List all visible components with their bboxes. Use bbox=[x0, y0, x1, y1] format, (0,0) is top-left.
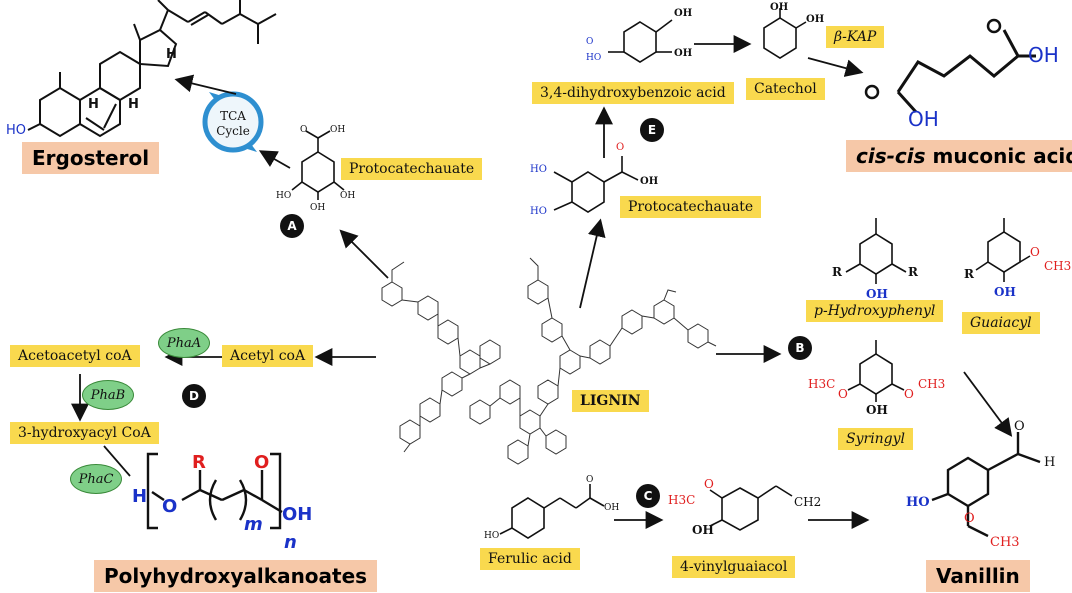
g-ch3: CH3 bbox=[1044, 259, 1071, 273]
v-ho: HO bbox=[906, 495, 930, 510]
s-ch3: CH3 bbox=[918, 377, 945, 391]
ergosterol-h3: H bbox=[128, 97, 139, 112]
pha-oh: OH bbox=[282, 504, 312, 525]
pathway-a-badge: A bbox=[280, 214, 304, 238]
acetoacetyl-coa-label: Acetoacetyl coA bbox=[10, 345, 140, 367]
tca-text-2: Cycle bbox=[216, 124, 250, 138]
v-o: O bbox=[1014, 419, 1025, 434]
ergosterol-h1: H bbox=[166, 47, 177, 62]
pha-r: R bbox=[192, 452, 206, 473]
tca-text-1: TCA bbox=[220, 109, 246, 123]
ph-r2: R bbox=[908, 265, 919, 279]
pathway-b-badge: B bbox=[788, 336, 812, 360]
s-o2: O bbox=[904, 387, 914, 401]
dhba-oh2: OH bbox=[674, 48, 692, 59]
dhba-label: 3,4-dihydroxybenzoic acid bbox=[532, 82, 734, 104]
dhba-structure bbox=[608, 19, 673, 63]
muconic-acid-label: cis-cis muconic acid bbox=[846, 140, 1072, 172]
muconic-oh1: OH bbox=[1028, 43, 1059, 67]
muconic-acid-structure bbox=[896, 29, 1036, 114]
catechol-oh1: OH bbox=[770, 2, 788, 13]
acetyl-coa-label: Acetyl coA bbox=[222, 345, 314, 367]
guaiacyl-structure bbox=[975, 218, 1031, 282]
catechol-label: Catechol bbox=[746, 78, 825, 100]
vanillin-label: Vanillin bbox=[926, 560, 1030, 592]
hydroxyacyl-coa-label: 3-hydroxyacyl CoA bbox=[10, 422, 159, 444]
ph-oh: OH bbox=[866, 287, 888, 301]
pha-n: n bbox=[284, 532, 297, 553]
protocatechuate-a-label: Protocatechauate bbox=[341, 158, 483, 180]
pha-m: m bbox=[244, 514, 263, 535]
ph-r1: R bbox=[832, 265, 843, 279]
lignin-label: LIGNIN bbox=[572, 390, 649, 412]
vinylguaiacol-structure bbox=[709, 485, 793, 531]
v-o2: O bbox=[964, 511, 975, 526]
fa-ho: HO bbox=[484, 531, 499, 541]
protocatechuate-a-structure bbox=[291, 130, 345, 200]
pca-e-ho2: HO bbox=[530, 206, 547, 217]
v-ch3: CH3 bbox=[990, 535, 1020, 550]
vg-h3c: H3C bbox=[668, 493, 695, 507]
v-h: H bbox=[1044, 455, 1055, 470]
bkap-label: β-KAP bbox=[826, 26, 885, 48]
dhba-o: O bbox=[586, 37, 593, 47]
pca-e-ho1: HO bbox=[530, 164, 547, 175]
s-h3c: H3C bbox=[808, 377, 835, 391]
pca-a-oh2: OH bbox=[340, 191, 355, 201]
arrows bbox=[71, 35, 1013, 529]
dhba-ho: HO bbox=[586, 53, 601, 63]
s-o1: O bbox=[838, 387, 848, 401]
pathway-c-badge: C bbox=[636, 484, 660, 508]
ferulic-acid-structure bbox=[499, 484, 605, 539]
g-r: R bbox=[964, 267, 975, 281]
pca-a-ho: HO bbox=[276, 191, 291, 201]
enzyme-phab: PhaB bbox=[82, 380, 134, 410]
vanillin-structure bbox=[931, 432, 1041, 538]
p-hydroxyphenyl-structure bbox=[845, 218, 907, 284]
pha-o2: O bbox=[254, 452, 269, 473]
pha-h: H bbox=[132, 486, 147, 507]
ergosterol-ho: HO bbox=[6, 123, 26, 138]
ergosterol-structure bbox=[27, 0, 277, 138]
ergosterol-label: Ergosterol bbox=[22, 142, 160, 174]
protocatechuate-e-structure bbox=[553, 156, 639, 213]
muconic-italic: cis-cis bbox=[856, 144, 926, 168]
pathway-e-badge: E bbox=[640, 118, 664, 142]
enzyme-phaa: PhaA bbox=[158, 328, 210, 358]
g-oh: OH bbox=[994, 285, 1016, 299]
ergosterol-h2: H bbox=[88, 97, 99, 112]
pha-structure bbox=[146, 452, 283, 530]
s-oh: OH bbox=[866, 403, 888, 417]
protocatechuate-e-label: Protocatechauate bbox=[620, 196, 762, 218]
pathway-d-badge: D bbox=[182, 384, 206, 408]
lignin-network bbox=[381, 257, 717, 465]
muconic-oh2: OH bbox=[908, 107, 939, 131]
pca-a-o: O bbox=[300, 125, 307, 135]
vg-ch2: CH2 bbox=[794, 495, 821, 509]
g-o: O bbox=[1030, 245, 1040, 259]
dhba-oh1: OH bbox=[674, 8, 692, 19]
vg-oh: OH bbox=[692, 523, 714, 537]
ferulic-acid-label: Ferulic acid bbox=[480, 548, 580, 570]
fa-o: O bbox=[586, 475, 593, 485]
pca-e-oh: OH bbox=[640, 176, 658, 187]
muconic-rest: muconic acid bbox=[925, 144, 1072, 168]
pca-a-oh: OH bbox=[330, 125, 345, 135]
catechol-structure bbox=[763, 8, 807, 59]
syringyl-structure bbox=[847, 340, 905, 402]
vg-o: O bbox=[704, 477, 714, 491]
enzyme-phac: PhaC bbox=[70, 464, 122, 494]
fa-oh: OH bbox=[604, 503, 619, 513]
p-hydroxyphenyl-label: p-Hydroxyphenyl bbox=[806, 300, 944, 322]
pca-e-o: O bbox=[616, 142, 624, 153]
pha-label: Polyhydroxyalkanoates bbox=[94, 560, 378, 592]
vinylguaiacol-label: 4-vinylguaiacol bbox=[672, 556, 796, 578]
pha-o: O bbox=[162, 496, 177, 517]
pca-a-oh3: OH bbox=[310, 203, 325, 213]
guaiacyl-label: Guaiacyl bbox=[962, 312, 1040, 334]
catechol-oh2: OH bbox=[806, 14, 824, 25]
syringyl-label: Syringyl bbox=[838, 428, 914, 450]
